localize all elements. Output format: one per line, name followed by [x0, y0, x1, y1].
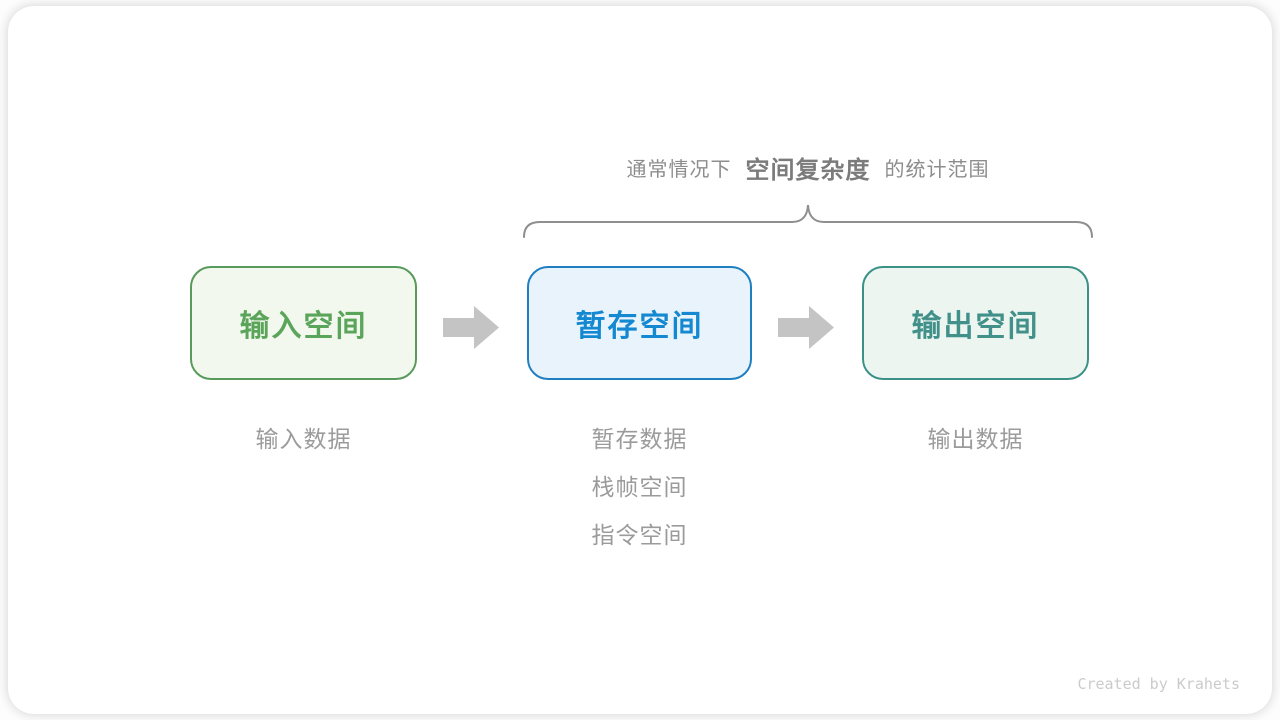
- note-line: 指令空间: [591, 522, 688, 548]
- credit-text: Created by Krahets: [1077, 675, 1240, 693]
- scope-heading-suffix: 的统计范围: [884, 158, 990, 181]
- notes-temp-space: 暂存数据 栈帧空间 指令空间: [527, 415, 752, 559]
- box-input-space: 输入空间: [190, 266, 417, 380]
- notes-input-space: 输入数据: [190, 415, 417, 463]
- box-input-space-label: 输入空间: [239, 310, 368, 343]
- scope-heading-prefix: 通常情况下: [626, 158, 732, 181]
- note-line: 输入数据: [255, 426, 352, 452]
- brace-icon: [523, 204, 1093, 238]
- box-output-space: 输出空间: [862, 266, 1089, 380]
- box-temp-space: 暂存空间: [527, 266, 752, 380]
- box-temp-space-label: 暂存空间: [575, 310, 704, 343]
- note-line: 栈帧空间: [591, 474, 688, 500]
- notes-output-space: 输出数据: [862, 415, 1089, 463]
- note-line: 暂存数据: [591, 426, 688, 452]
- arrow-right-icon: [443, 306, 499, 349]
- note-line: 输出数据: [927, 426, 1024, 452]
- scope-heading: 通常情况下 空间复杂度 的统计范围: [525, 148, 1091, 186]
- arrow-right-icon: [778, 306, 834, 349]
- scope-heading-highlight: 空间复杂度: [745, 156, 871, 184]
- box-output-space-label: 输出空间: [911, 310, 1040, 343]
